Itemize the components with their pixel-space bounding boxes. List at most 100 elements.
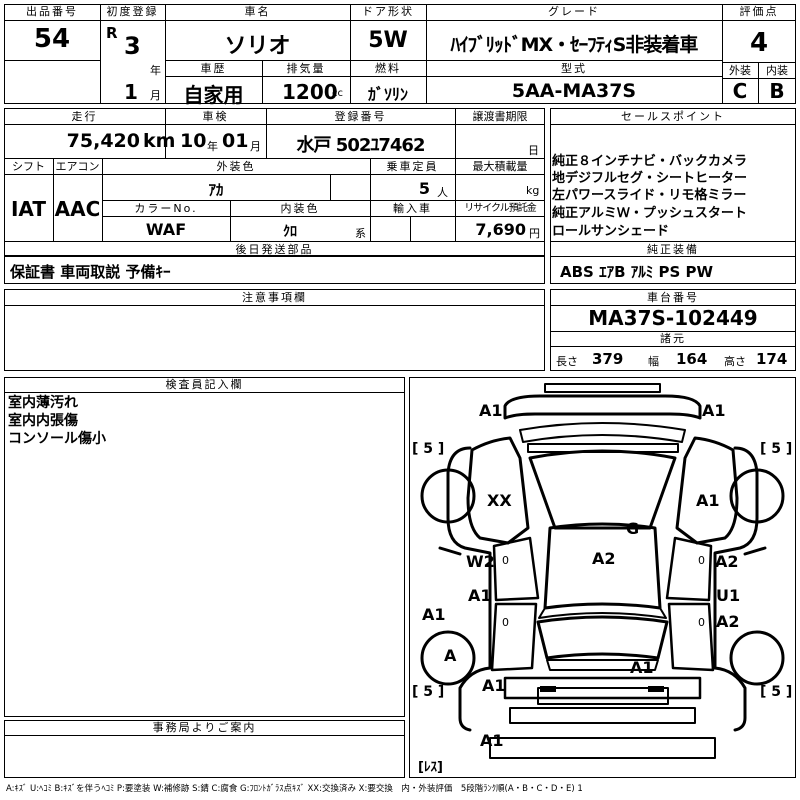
mark-door-rear-right-2: A2 (716, 612, 740, 631)
ac-label: エアコン (55, 160, 100, 173)
shift: IAT (10, 197, 46, 221)
mark-rear-center: A1 (630, 658, 654, 677)
registration-year: 3 (124, 32, 141, 60)
inspection-month-unit: 月 (250, 140, 261, 153)
fuel-label: 燃料 (375, 62, 401, 75)
tire-rear-left: [ 5 ] (412, 684, 445, 700)
lot-number-label: 出品番号 (26, 5, 78, 18)
registration-month: 1 (124, 80, 138, 104)
history-label: 車歴 (200, 62, 227, 75)
office-label: 事務局よりご案内 (152, 721, 257, 734)
mark-front-right: A1 (702, 401, 726, 420)
max-load-unit: kg (526, 184, 540, 197)
interior-grade: B (769, 79, 785, 103)
exterior-label: 外装 (729, 64, 751, 77)
inspector-label: 検査員記入欄 (165, 378, 244, 391)
model-label: 型式 (561, 62, 587, 75)
mark-door-zero-right: 0 (698, 554, 705, 567)
displacement-unit: cc (332, 88, 343, 99)
spare-tire: [ﾚｽ] (418, 760, 443, 775)
equipment-text: ABS ｴｱB ｱﾙﾐ PS PW (560, 263, 714, 281)
import-label: 輸入車 (393, 202, 432, 215)
width-label: 幅 (648, 355, 659, 368)
inspector-notes: 室内薄汚れ 室内内張傷 コンソール傷小 (8, 395, 106, 447)
sales-point-2: 地デジフルセグ・シートヒーター (552, 171, 748, 186)
registration-era: R (106, 24, 118, 42)
door-type: 5W (368, 28, 408, 53)
inspection-year-unit: 年 (207, 140, 218, 153)
mileage: 75,420 (66, 130, 140, 152)
details-block (4, 108, 545, 256)
width: 164 (676, 350, 708, 368)
mark-side-left: A1 (422, 605, 446, 624)
capacity-label: 乗車定員 (386, 160, 439, 173)
specs-label: 諸元 (660, 332, 686, 345)
car-name: ソリオ (224, 34, 291, 59)
score: 4 (749, 28, 769, 58)
recycle-label: リサイクル預託金 (464, 203, 537, 214)
office-block (4, 720, 405, 778)
capacity-unit: 人 (437, 186, 448, 199)
inspection-month: 01 (222, 130, 249, 152)
transfer-day-unit: 日 (528, 144, 539, 157)
inspection-label: 車検 (202, 110, 229, 123)
score-label: 評価点 (739, 5, 779, 18)
displacement: 1200 (282, 80, 338, 104)
plate-label: 登録番号 (334, 110, 387, 123)
mark-roof: G (626, 519, 640, 538)
mark-front-left: A1 (479, 401, 503, 420)
damage-diagram: A1 A1 XX A1 G A2 W2 0 A2 0 A1 U1 A2 0 0 … (409, 377, 796, 778)
sales-point-4: 純正アルミＷ・プッシュスタート (552, 206, 747, 221)
accessories-text: 保証書 車両取説 予備ｷｰ (10, 263, 171, 281)
notes-block (4, 289, 545, 371)
mark-rear-left: A1 (482, 676, 506, 695)
displacement-label: 排気量 (286, 62, 326, 75)
first-registration-label: 初度登録 (106, 5, 159, 18)
mark-door-zero-rear-right: 0 (698, 616, 705, 629)
tire-front-right: [ 5 ] (760, 441, 793, 457)
registration-plate: 水戸 502ﾕ7462 (296, 135, 426, 156)
mileage-unit: km (143, 130, 176, 152)
sales-points-block (550, 108, 796, 284)
notes-label: 注意事項欄 (242, 291, 307, 304)
month-unit: 月 (150, 89, 161, 102)
accessories-box (4, 256, 545, 284)
air-conditioner: AAC (54, 197, 101, 221)
sales-point-1: 純正８インチナビ・バックカメラ (552, 154, 748, 169)
exterior-color-label: 外装色 (216, 160, 256, 173)
legend: A:ｷｽﾞ U:ﾍｺﾐ B:ｷｽﾞを伴うﾍｺﾐ P:要塗装 W:補修跡 S:錆 … (6, 784, 583, 794)
interior-color-label: 内装色 (280, 202, 320, 215)
chassis-number: MA37S-102449 (588, 306, 758, 330)
mark-roof-rear: A2 (592, 549, 616, 568)
car-name-label: 車名 (244, 5, 271, 18)
color-number: WAF (145, 220, 187, 239)
interior-color-unit: 系 (355, 227, 366, 240)
height-label: 高さ (724, 355, 746, 368)
recycle-unit: 円 (529, 227, 540, 240)
tire-rear-right: [ 5 ] (760, 684, 793, 700)
inspection-year: 10 (180, 130, 207, 152)
grade: ﾊｲﾌﾞﾘｯﾄﾞMX・ｾｰﾌﾃｨS非装着車 (450, 34, 699, 56)
mark-door-front-left: W2 (466, 552, 495, 571)
transfer-deadline-label: 譲渡書期限 (472, 110, 528, 123)
history: 自家用 (183, 83, 244, 107)
mark-door-rear-left: A1 (468, 586, 492, 605)
mark-wheel-left: A (444, 646, 457, 665)
length: 379 (592, 350, 624, 368)
door-type-label: ドア形状 (362, 5, 414, 18)
mark-fender-left: XX (487, 491, 512, 510)
grade-label: グレード (548, 5, 600, 18)
mark-door-zero-rear-left: 0 (502, 616, 509, 629)
fuel: ｶﾞｿﾘﾝ (367, 85, 408, 104)
model-code: 5AA-MA37S (511, 80, 637, 102)
car-outline (420, 383, 785, 759)
shift-label: シフト (12, 160, 45, 173)
exterior-grade: C (732, 79, 748, 103)
chassis-label: 車台番号 (647, 291, 699, 304)
accessories-label: 後日発送部品 (235, 243, 314, 256)
length-label: 長さ (556, 355, 578, 368)
sales-points-label: セールスポイント (621, 110, 725, 123)
inspector-block (4, 377, 405, 717)
year-unit: 年 (150, 64, 161, 77)
mileage-label: 走行 (71, 110, 98, 123)
